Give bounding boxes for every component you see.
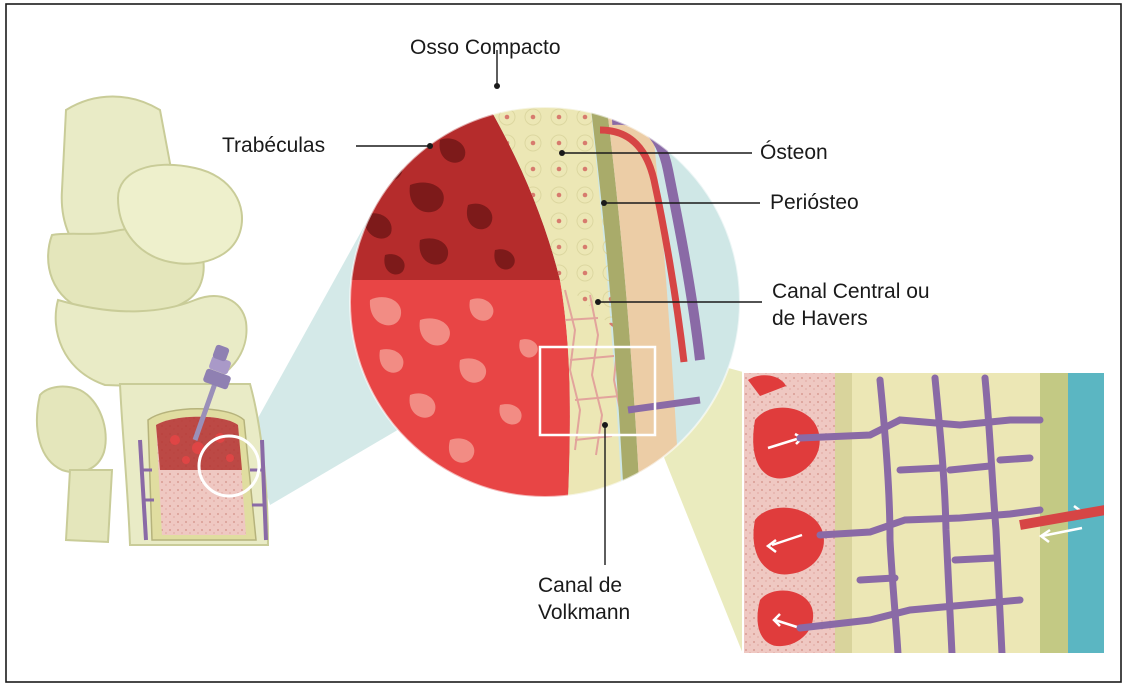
- label-osteon: Ósteon: [760, 139, 828, 166]
- label-canal-central-line1: Canal Central ou: [772, 278, 930, 305]
- label-trabeculas: Trabéculas: [222, 132, 325, 159]
- label-periosteo: Periósteo: [770, 189, 859, 216]
- detail-inset: [743, 372, 1105, 654]
- label-canal-central: Canal Central ou de Havers: [772, 278, 930, 332]
- label-canal-volkmann-line2: Volkmann: [538, 599, 630, 626]
- label-canal-central-line2: de Havers: [772, 305, 930, 332]
- label-canal-volkmann-line1: Canal de: [538, 572, 630, 599]
- label-canal-volkmann: Canal de Volkmann: [538, 572, 630, 626]
- label-osso-compacto: Osso Compacto: [410, 34, 561, 61]
